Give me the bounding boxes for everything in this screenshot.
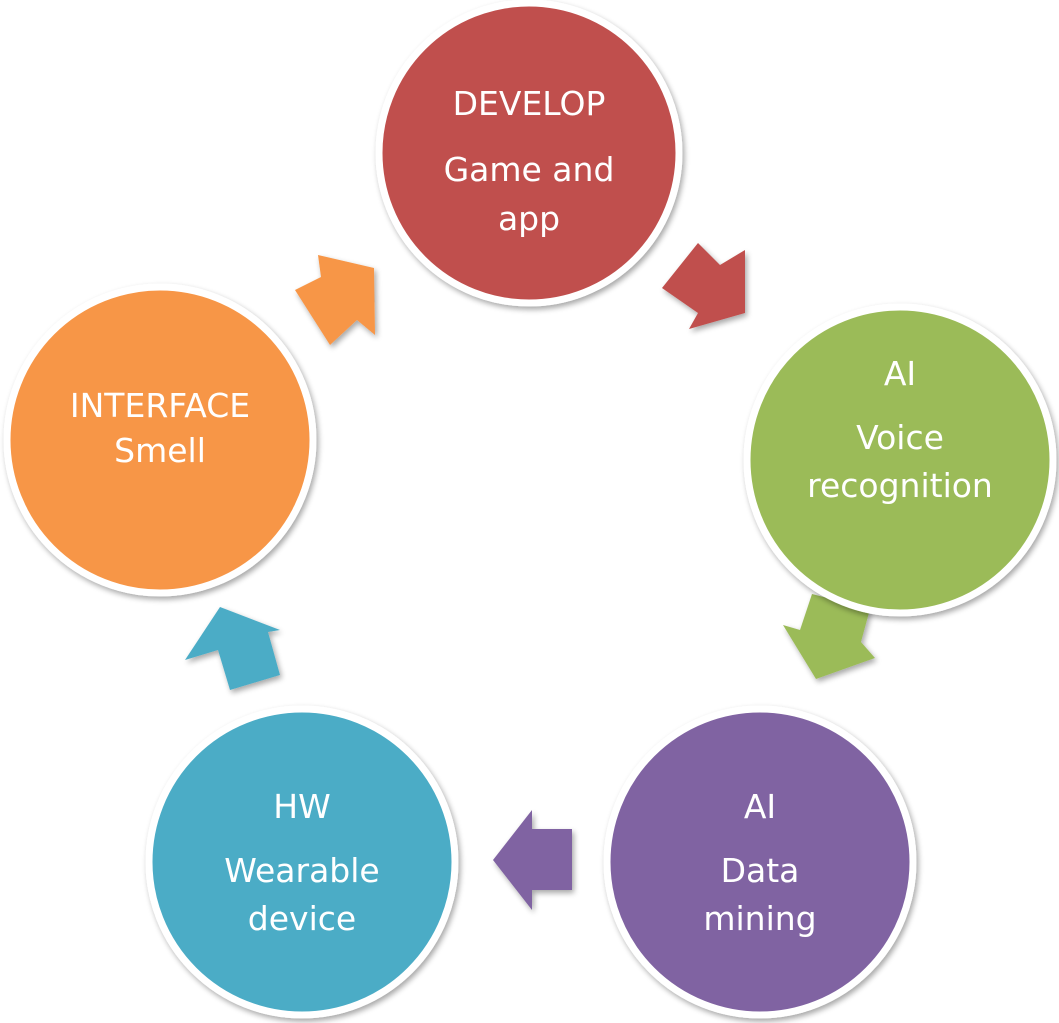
node-circle	[375, 0, 683, 307]
arrow-ai-voice-to-ai-data	[783, 594, 875, 679]
node-label-line: DEVELOP	[453, 84, 606, 123]
arrow-ai-data-to-hw	[493, 810, 572, 910]
node-label-line: Smell	[114, 431, 206, 470]
node-label-line: INTERFACE	[70, 386, 250, 425]
node-label-line: app	[498, 199, 560, 238]
node-circle	[603, 705, 917, 1019]
node-label-line: recognition	[807, 466, 993, 505]
arrow-develop-to-ai-voice	[662, 243, 745, 329]
node-circle	[743, 303, 1057, 617]
node-label-line: mining	[703, 899, 816, 938]
node-label-line: device	[248, 899, 356, 938]
arrow-hw-to-interface	[185, 607, 280, 690]
node-ai-data: AI Data mining	[603, 705, 917, 1019]
node-label-line: AI	[744, 787, 776, 826]
node-label-line: AI	[884, 354, 916, 393]
node-ai-voice: AI Voice recognition	[743, 303, 1057, 617]
node-interface: INTERFACE Smell	[3, 283, 317, 597]
node-label-line: Wearable	[224, 851, 379, 890]
node-circle	[3, 283, 317, 597]
arrow-interface-to-develop	[295, 255, 375, 345]
node-label-line: Data	[721, 851, 800, 890]
node-label-line: Voice	[856, 418, 944, 457]
node-label-line: Game and	[444, 150, 615, 189]
node-label-line: HW	[273, 787, 330, 826]
node-circle	[145, 705, 459, 1019]
node-hw: HW Wearable device	[145, 705, 459, 1019]
node-develop: DEVELOP Game and app	[375, 0, 683, 307]
arrows-layer	[185, 243, 875, 910]
